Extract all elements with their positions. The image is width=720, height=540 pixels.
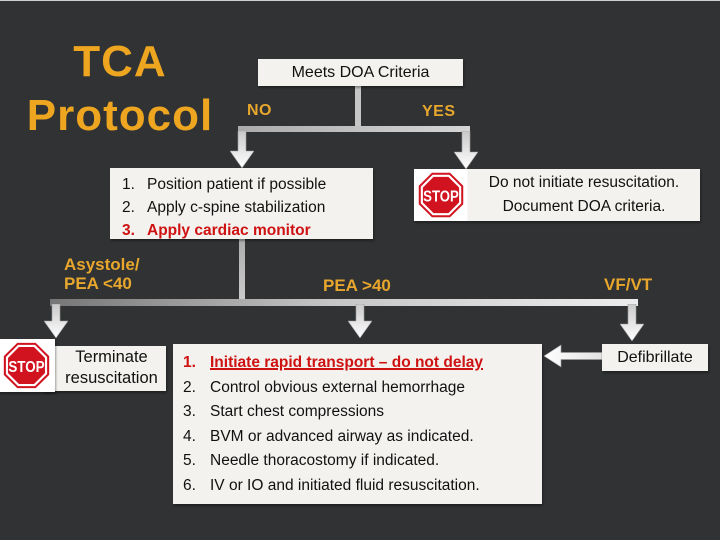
slide-title-line2: Protocol: [26, 90, 214, 140]
defibrillate-to-treatment-arrow-icon: [544, 344, 602, 368]
asystole-arrow-icon: [44, 304, 68, 338]
list-item: 4. BVM or advanced airway as indicated.: [183, 425, 538, 450]
slide-title-line1: TCA: [73, 37, 167, 86]
terminate-box: Terminate resuscitation: [43, 346, 166, 391]
list-item: 6. IV or IO and initiated fluid resuscit…: [183, 474, 538, 499]
connector-rhythm-branch: [50, 299, 638, 306]
list-item: 5. Needle thoracostomy if indicated.: [183, 449, 538, 474]
list-item-text: Needle thoracostomy if indicated.: [210, 452, 440, 469]
connector-assessment-vertical: [239, 239, 245, 302]
connector-doa-branch: [238, 126, 470, 132]
list-item-number: 4.: [183, 427, 196, 445]
list-item-text: Apply cardiac monitor: [147, 222, 311, 239]
list-item-text: Position patient if possible: [147, 176, 327, 193]
list-item-number: 5.: [183, 452, 196, 469]
list-item: 1. Position patient if possible: [122, 173, 367, 196]
yes-label: YES: [422, 103, 456, 120]
no-branch-arrow-icon: [230, 131, 254, 168]
list-item-text: Control obvious external hemorrhage: [210, 378, 466, 396]
defibrillate-label: Defibrillate: [617, 349, 693, 366]
yes-branch-arrow-icon: [454, 131, 478, 169]
list-item-number: 6.: [183, 476, 196, 494]
list-item-text: Initiate rapid transport – do not delay: [210, 354, 484, 371]
do-not-initiate-line1: Do not initiate resuscitation.: [488, 174, 680, 191]
list-item-number: 3.: [183, 403, 196, 420]
connector-doa-vertical: [355, 85, 361, 129]
list-item: 1. Initiate rapid transport – do not del…: [183, 351, 538, 376]
assessment-box: 1. Position patient if possible 2. Apply…: [110, 168, 373, 239]
do-not-initiate-box: Do not initiate resuscitation. Document …: [468, 169, 700, 221]
pea-label: PEA >40: [323, 276, 391, 295]
list-item: 3. Start chest compressions: [183, 400, 538, 425]
vfvt-arrow-icon: [620, 304, 644, 341]
stop-sign-icon: STOP: [414, 169, 468, 221]
terminate-line2: resuscitation: [65, 369, 158, 387]
stop-sign-icon: STOP: [0, 339, 55, 392]
meets-doa-box: Meets DOA Criteria: [258, 59, 463, 86]
asystole-label: Asystole/ PEA <40: [64, 255, 140, 293]
meets-doa-label: Meets DOA Criteria: [291, 64, 430, 81]
list-item-number: 1.: [183, 354, 196, 371]
list-item-text: BVM or advanced airway as indicated.: [210, 427, 474, 445]
list-item-text: Apply c-spine stabilization: [147, 199, 326, 216]
asystole-label-line2: PEA <40: [64, 274, 132, 293]
slide-title: TCA Protocol: [22, 35, 218, 142]
defibrillate-box: Defibrillate: [602, 344, 708, 371]
terminate-line1: Terminate: [75, 348, 148, 366]
stop-sign-text: STOP: [423, 188, 459, 205]
list-item-text: IV or IO and initiated fluid resuscitati…: [210, 476, 480, 494]
stop-sign-text: STOP: [8, 359, 44, 376]
list-item-number: 2.: [183, 378, 196, 396]
list-item-text: Start chest compressions: [210, 403, 385, 420]
list-item-number: 2.: [122, 199, 135, 216]
list-item-number: 3.: [122, 222, 135, 239]
list-item: 2. Apply c-spine stabilization: [122, 196, 367, 219]
no-label: NO: [247, 102, 272, 119]
treatment-box: 1. Initiate rapid transport – do not del…: [173, 344, 542, 504]
pea-arrow-icon: [348, 304, 372, 338]
list-item: 3. Apply cardiac monitor: [122, 219, 367, 242]
vfvt-label: VF/VT: [604, 275, 653, 294]
do-not-initiate-line2: Document DOA criteria.: [502, 198, 666, 215]
list-item-number: 1.: [122, 176, 135, 193]
list-item: 2. Control obvious external hemorrhage: [183, 376, 538, 401]
asystole-label-line1: Asystole/: [64, 255, 140, 274]
